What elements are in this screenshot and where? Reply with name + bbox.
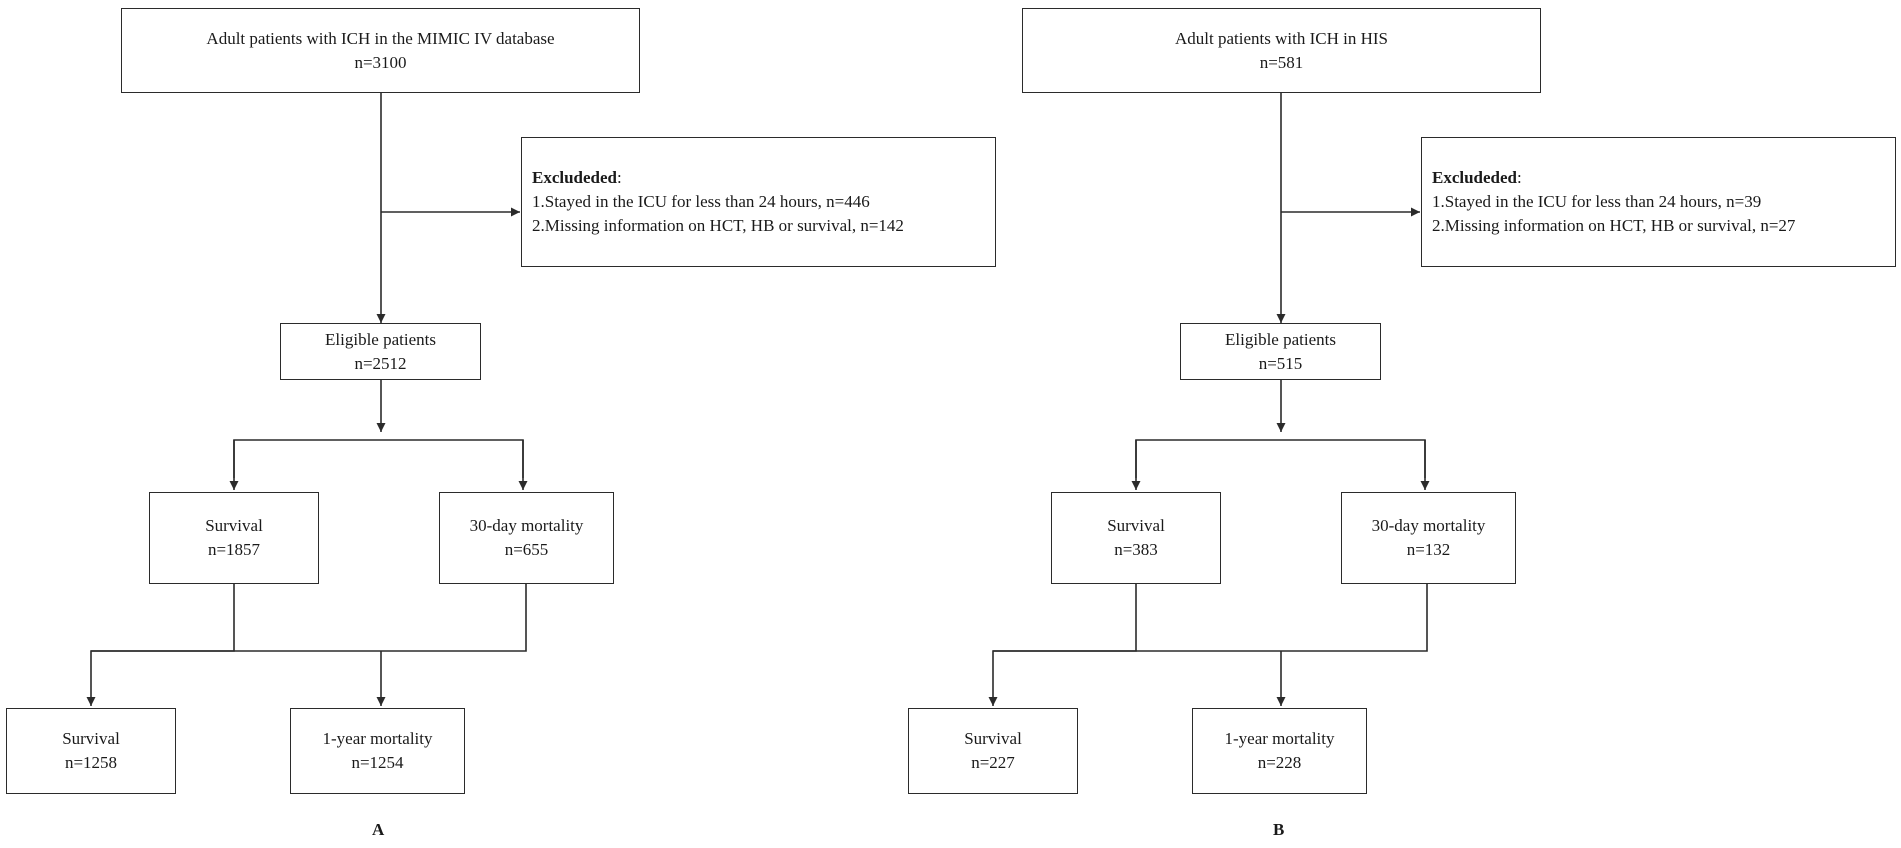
survival-1year-box-b: Survival n=227 <box>908 708 1078 794</box>
mortality-30day-label-a: 30-day mortality <box>469 516 584 535</box>
eligible-count-b: n=515 <box>1258 353 1303 373</box>
mortality-1year-box-b: 1-year mortality n=228 <box>1192 708 1367 794</box>
mortality-30day-box-a: 30-day mortality n=655 <box>439 492 614 584</box>
excluded-box-b: Excludeded: 1.Stayed in the ICU for less… <box>1421 137 1896 267</box>
mortality-1year-label-a: 1-year mortality <box>322 729 433 748</box>
source-cohort-box-b: Adult patients with ICH in HIS n=581 <box>1022 8 1541 93</box>
branch-b-to-survival-1y <box>988 584 1137 706</box>
mortality-1year-count-b: n=228 <box>1257 753 1302 772</box>
excluded-heading-a: Excludeded: <box>532 168 622 187</box>
eligible-box-a: Eligible patients n=2512 <box>280 323 481 380</box>
mortality-1year-label-b: 1-year mortality <box>1224 729 1335 748</box>
mortality-30day-count-a: n=655 <box>504 540 549 559</box>
source-title-b: Adult patients with ICH in HIS <box>1175 28 1388 48</box>
survival-30day-label-b: Survival <box>1107 516 1165 535</box>
branch-a-to-survival-1y <box>86 584 235 706</box>
panel-label-b: B <box>1273 820 1285 839</box>
branch-b-join <box>993 584 1428 652</box>
panel-label-a: A <box>372 820 385 839</box>
survival-30day-box-b: Survival n=383 <box>1051 492 1221 584</box>
branch-b-30day <box>1135 439 1426 478</box>
eligible-label-b: Eligible patients <box>1225 329 1336 349</box>
source-count-b: n=581 <box>1259 52 1304 72</box>
mortality-30day-label-b: 30-day mortality <box>1371 516 1486 535</box>
branch-a-join <box>91 584 527 652</box>
mortality-1year-box-a: 1-year mortality n=1254 <box>290 708 465 794</box>
excluded-item-2-a: 2.Missing information on HCT, HB or surv… <box>532 216 904 235</box>
survival-1year-box-a: Survival n=1258 <box>6 708 176 794</box>
survival-1year-label-a: Survival <box>62 729 120 748</box>
survival-1year-count-a: n=1258 <box>64 753 118 772</box>
excluded-heading-b: Excludeded: <box>1432 168 1522 187</box>
eligible-label-a: Eligible patients <box>325 329 436 349</box>
source-count-a: n=3100 <box>354 52 407 72</box>
mortality-30day-count-b: n=132 <box>1406 540 1451 559</box>
excluded-item-1-a: 1.Stayed in the ICU for less than 24 hou… <box>532 192 870 211</box>
mortality-1year-count-a: n=1254 <box>351 753 404 772</box>
branch-a-30day <box>233 439 524 478</box>
survival-1year-label-b: Survival <box>964 729 1022 748</box>
survival-30day-label-a: Survival <box>205 516 263 535</box>
excluded-item-2-b: 2.Missing information on HCT, HB or surv… <box>1432 216 1796 235</box>
survival-30day-count-a: n=1857 <box>207 540 261 559</box>
survival-30day-count-b: n=383 <box>1114 540 1158 559</box>
source-cohort-box-a: Adult patients with ICH in the MIMIC IV … <box>121 8 640 93</box>
survival-30day-box-a: Survival n=1857 <box>149 492 319 584</box>
source-title-a: Adult patients with ICH in the MIMIC IV … <box>206 28 555 48</box>
eligible-count-a: n=2512 <box>354 353 407 373</box>
survival-1year-count-b: n=227 <box>971 753 1015 772</box>
eligible-box-b: Eligible patients n=515 <box>1180 323 1381 380</box>
excluded-item-1-b: 1.Stayed in the ICU for less than 24 hou… <box>1432 192 1762 211</box>
excluded-box-a: Excludeded: 1.Stayed in the ICU for less… <box>521 137 996 267</box>
mortality-30day-box-b: 30-day mortality n=132 <box>1341 492 1516 584</box>
